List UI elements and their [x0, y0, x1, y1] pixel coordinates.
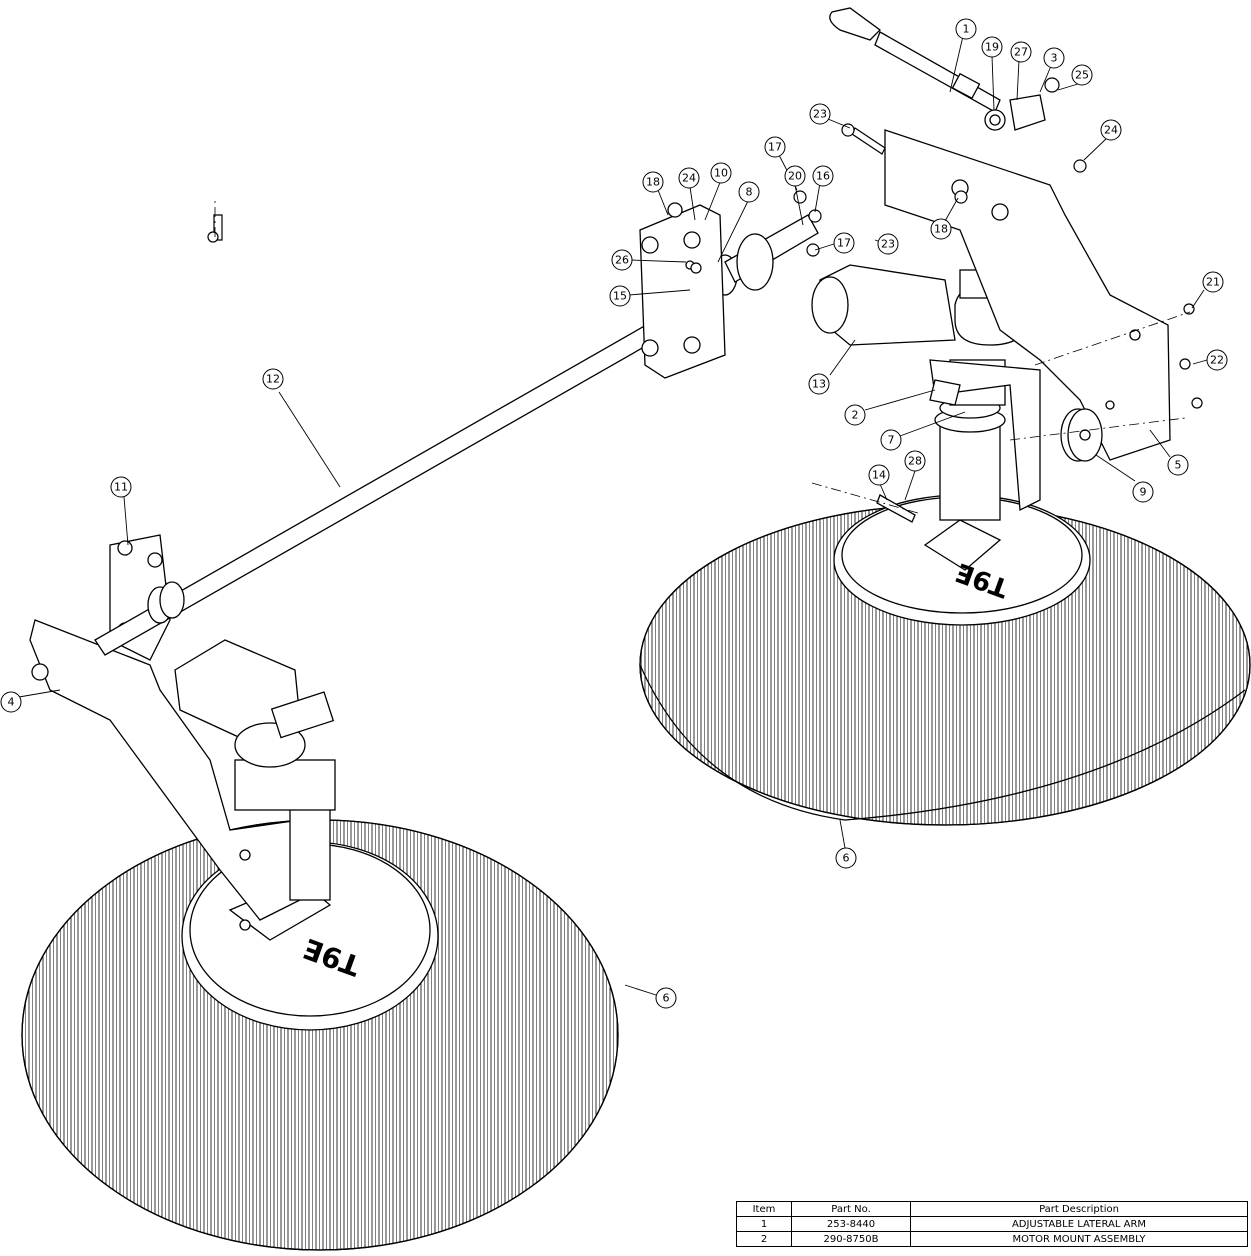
- callout-4: 4: [8, 696, 15, 709]
- callout-21: 21: [1206, 276, 1220, 289]
- part-no-cell: 290-8750B: [791, 1231, 911, 1247]
- callout-24-left: 24: [682, 172, 696, 185]
- callout-23-top: 23: [813, 108, 827, 121]
- callout-8: 8: [746, 186, 753, 199]
- callout-6-right: 6: [843, 852, 850, 865]
- table-row: 1 253-8440 ADJUSTABLE LATERAL ARM: [736, 1216, 1248, 1232]
- header-part-description: Part Description: [910, 1201, 1248, 1217]
- item-cell: 2: [736, 1231, 792, 1247]
- callout-6-left: 6: [663, 992, 670, 1005]
- part-description-cell: MOTOR MOUNT ASSEMBLY: [910, 1231, 1248, 1247]
- callout-20: 20: [788, 170, 802, 183]
- header-part-no: Part No.: [791, 1201, 911, 1217]
- callout-bubbles: [0, 18, 1228, 1009]
- callout-24-right: 24: [1104, 124, 1118, 137]
- part-no-cell: 253-8440: [791, 1216, 911, 1232]
- callout-7: 7: [888, 434, 895, 447]
- callout-27: 27: [1014, 46, 1028, 59]
- callout-15: 15: [613, 290, 627, 303]
- callout-18-right: 18: [934, 223, 948, 236]
- adjustable-lateral-arm: [829, 7, 1046, 131]
- callout-numbers: 1 19 27 3 25 23 24 17 20 16 17 23 18 18 …: [8, 23, 1225, 1005]
- callout-28: 28: [908, 455, 922, 468]
- callout-26: 26: [615, 254, 629, 267]
- center-lines: [214, 200, 1191, 514]
- callout-18-left: 18: [646, 176, 660, 189]
- item-cell: 1: [736, 1216, 792, 1232]
- callout-11: 11: [114, 481, 128, 494]
- callout-23-mid: 23: [881, 238, 895, 251]
- left-brush-assembly: [21, 534, 619, 1251]
- callout-5: 5: [1175, 459, 1182, 472]
- callout-14: 14: [872, 469, 886, 482]
- callout-13: 13: [812, 378, 826, 391]
- callout-10: 10: [714, 167, 728, 180]
- right-brush-assembly: [639, 129, 1251, 826]
- leader-lines: [18, 35, 1208, 996]
- center-mount-plate: [639, 202, 726, 379]
- fasteners: [207, 77, 1203, 409]
- callout-25: 25: [1075, 69, 1089, 82]
- callout-1: 1: [963, 23, 970, 36]
- header-item: Item: [736, 1201, 792, 1217]
- callout-19: 19: [985, 41, 999, 54]
- callout-9: 9: [1140, 486, 1147, 499]
- callout-17-mid: 17: [837, 237, 851, 250]
- callout-12: 12: [266, 373, 280, 386]
- callout-16: 16: [816, 170, 830, 183]
- table-row: 2 290-8750B MOTOR MOUNT ASSEMBLY: [736, 1231, 1248, 1247]
- parts-table-header-row: Item Part No. Part Description: [736, 1201, 1248, 1217]
- right-pivot-arm: [884, 129, 1171, 461]
- callout-3: 3: [1051, 52, 1058, 65]
- callout-2: 2: [852, 409, 859, 422]
- part-description-cell: ADJUSTABLE LATERAL ARM: [910, 1216, 1248, 1232]
- callout-22: 22: [1210, 354, 1224, 367]
- callout-17-top: 17: [768, 141, 782, 154]
- parts-list-table: Item Part No. Part Description 1 253-844…: [736, 1201, 1248, 1247]
